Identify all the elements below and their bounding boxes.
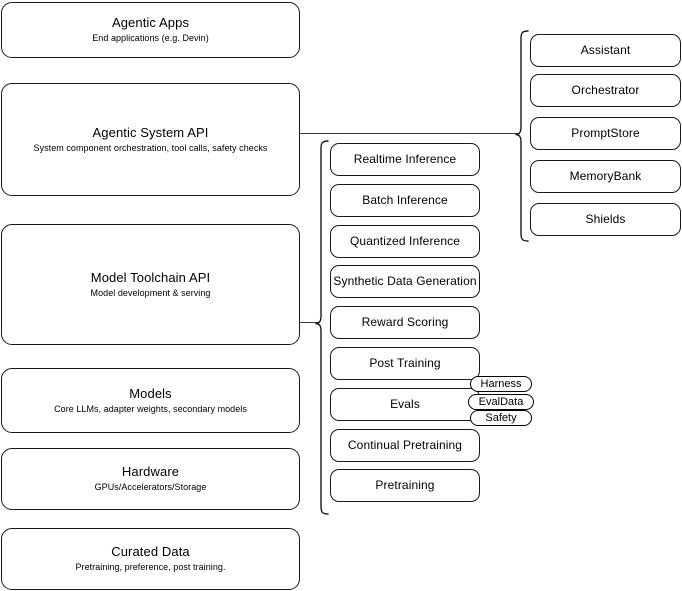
capability-box-synthetic-data-generation[interactable]: Synthetic Data Generation [330,265,480,298]
component-box-shields[interactable]: Shields [530,203,681,236]
eval-badge-harness[interactable]: Harness [470,376,532,392]
component-label: Orchestrator [571,83,640,97]
layer-subtitle: Pretraining, preference, post training. [75,562,226,572]
brace-system-components [515,30,529,242]
layer-box-agentic-system-api[interactable]: Agentic System API System component orch… [1,83,300,196]
capability-label: Synthetic Data Generation [333,274,477,288]
component-label: MemoryBank [569,169,642,183]
capability-label: Evals [390,397,420,411]
layer-title: Curated Data [111,544,190,559]
capability-box-realtime-inference[interactable]: Realtime Inference [330,143,480,176]
capability-box-evals[interactable]: Evals [330,388,480,421]
connector-system-api-to-components [300,133,520,134]
capability-box-batch-inference[interactable]: Batch Inference [330,184,480,217]
component-box-orchestrator[interactable]: Orchestrator [530,74,681,107]
layer-title: Hardware [121,464,180,479]
layer-box-curated-data[interactable]: Curated Data Pretraining, preference, po… [1,528,300,590]
eval-badge-evaldata[interactable]: EvalData [468,394,534,410]
component-label: Assistant [580,43,631,57]
layer-title: Models [129,385,172,401]
capability-label: Pretraining [375,478,435,492]
layer-title: Agentic System API [92,124,209,140]
layer-subtitle: System component orchestration, tool cal… [33,142,268,153]
layer-box-agentic-apps[interactable]: Agentic Apps End applications (e.g. Devi… [1,2,300,58]
layer-box-model-toolchain-api[interactable]: Model Toolchain API Model development & … [1,224,300,345]
component-label: Shields [585,212,626,226]
capability-label: Post Training [369,356,441,370]
layer-box-hardware[interactable]: Hardware GPUs/Accelerators/Storage [1,448,300,510]
capability-label: Quantized Inference [350,234,460,248]
capability-box-quantized-inference[interactable]: Quantized Inference [330,225,480,258]
capability-label: Realtime Inference [353,152,457,166]
capability-label: Continual Pretraining [347,438,463,452]
component-label: PromptStore [571,126,640,140]
eval-badge-label: EvalData [478,396,524,408]
layer-subtitle: Core LLMs, adapter weights, secondary mo… [54,403,247,414]
capability-label: Reward Scoring [361,315,449,329]
connector-toolchain-to-capabilities [300,322,320,323]
layer-title: Model Toolchain API [90,269,211,285]
eval-badge-label: Harness [480,378,522,390]
brace-toolchain-capabilities [315,140,329,515]
layer-title: Agentic Apps [111,15,190,30]
capability-box-continual-pretraining[interactable]: Continual Pretraining [330,429,480,462]
layer-subtitle: End applications (e.g. Devin) [92,33,209,43]
capability-box-pretraining[interactable]: Pretraining [330,469,480,502]
capability-label: Batch Inference [362,193,448,207]
capability-box-post-training[interactable]: Post Training [330,347,480,380]
component-box-assistant[interactable]: Assistant [530,34,681,67]
component-box-memorybank[interactable]: MemoryBank [530,160,681,193]
layer-subtitle: Model development & serving [90,287,211,298]
component-box-promptstore[interactable]: PromptStore [530,117,681,150]
eval-badge-label: Safety [485,412,517,424]
capability-box-reward-scoring[interactable]: Reward Scoring [330,306,480,339]
layer-subtitle: GPUs/Accelerators/Storage [94,482,207,492]
eval-badge-safety[interactable]: Safety [470,410,532,426]
layer-box-models[interactable]: Models Core LLMs, adapter weights, secon… [1,368,300,433]
